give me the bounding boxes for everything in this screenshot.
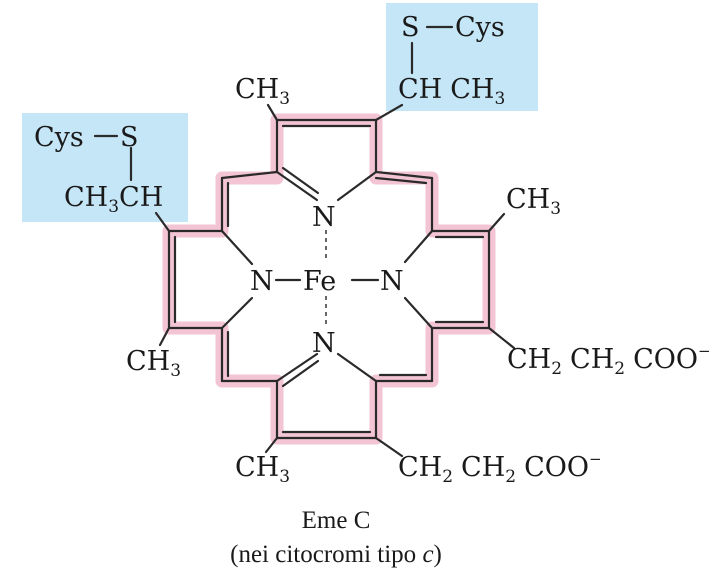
figure-caption: Eme C (nei citocromi tipo c) [230, 507, 442, 568]
left-cys-box [22, 113, 188, 222]
n-top: N [312, 202, 336, 233]
label-s-top: S [401, 12, 420, 43]
label-cys-left: Cys [34, 122, 84, 153]
n-right: N [380, 266, 404, 297]
caption-line1: Eme C [302, 507, 371, 534]
n-left: N [250, 266, 274, 297]
porphyrin-bonds [167, 118, 491, 440]
label-cys-top: Cys [455, 12, 505, 43]
label-ch3-ch-left: CH3CH [64, 182, 163, 217]
caption-line2: (nei citocromi tipo c) [230, 541, 442, 568]
label-ch3-top: CH3 [235, 74, 290, 109]
n-bottom: N [312, 328, 336, 359]
fe-coordination [274, 230, 380, 328]
label-s-left: S [120, 122, 139, 153]
core-atoms: N N Fe N N [250, 202, 404, 359]
substituent-bonds [93, 25, 516, 458]
label-ch3-right: CH3 [506, 184, 561, 219]
fe-atom: Fe [303, 266, 336, 297]
label-ch3-bottom: CH3 [235, 452, 290, 487]
label-ch3-left: CH3 [126, 346, 181, 381]
